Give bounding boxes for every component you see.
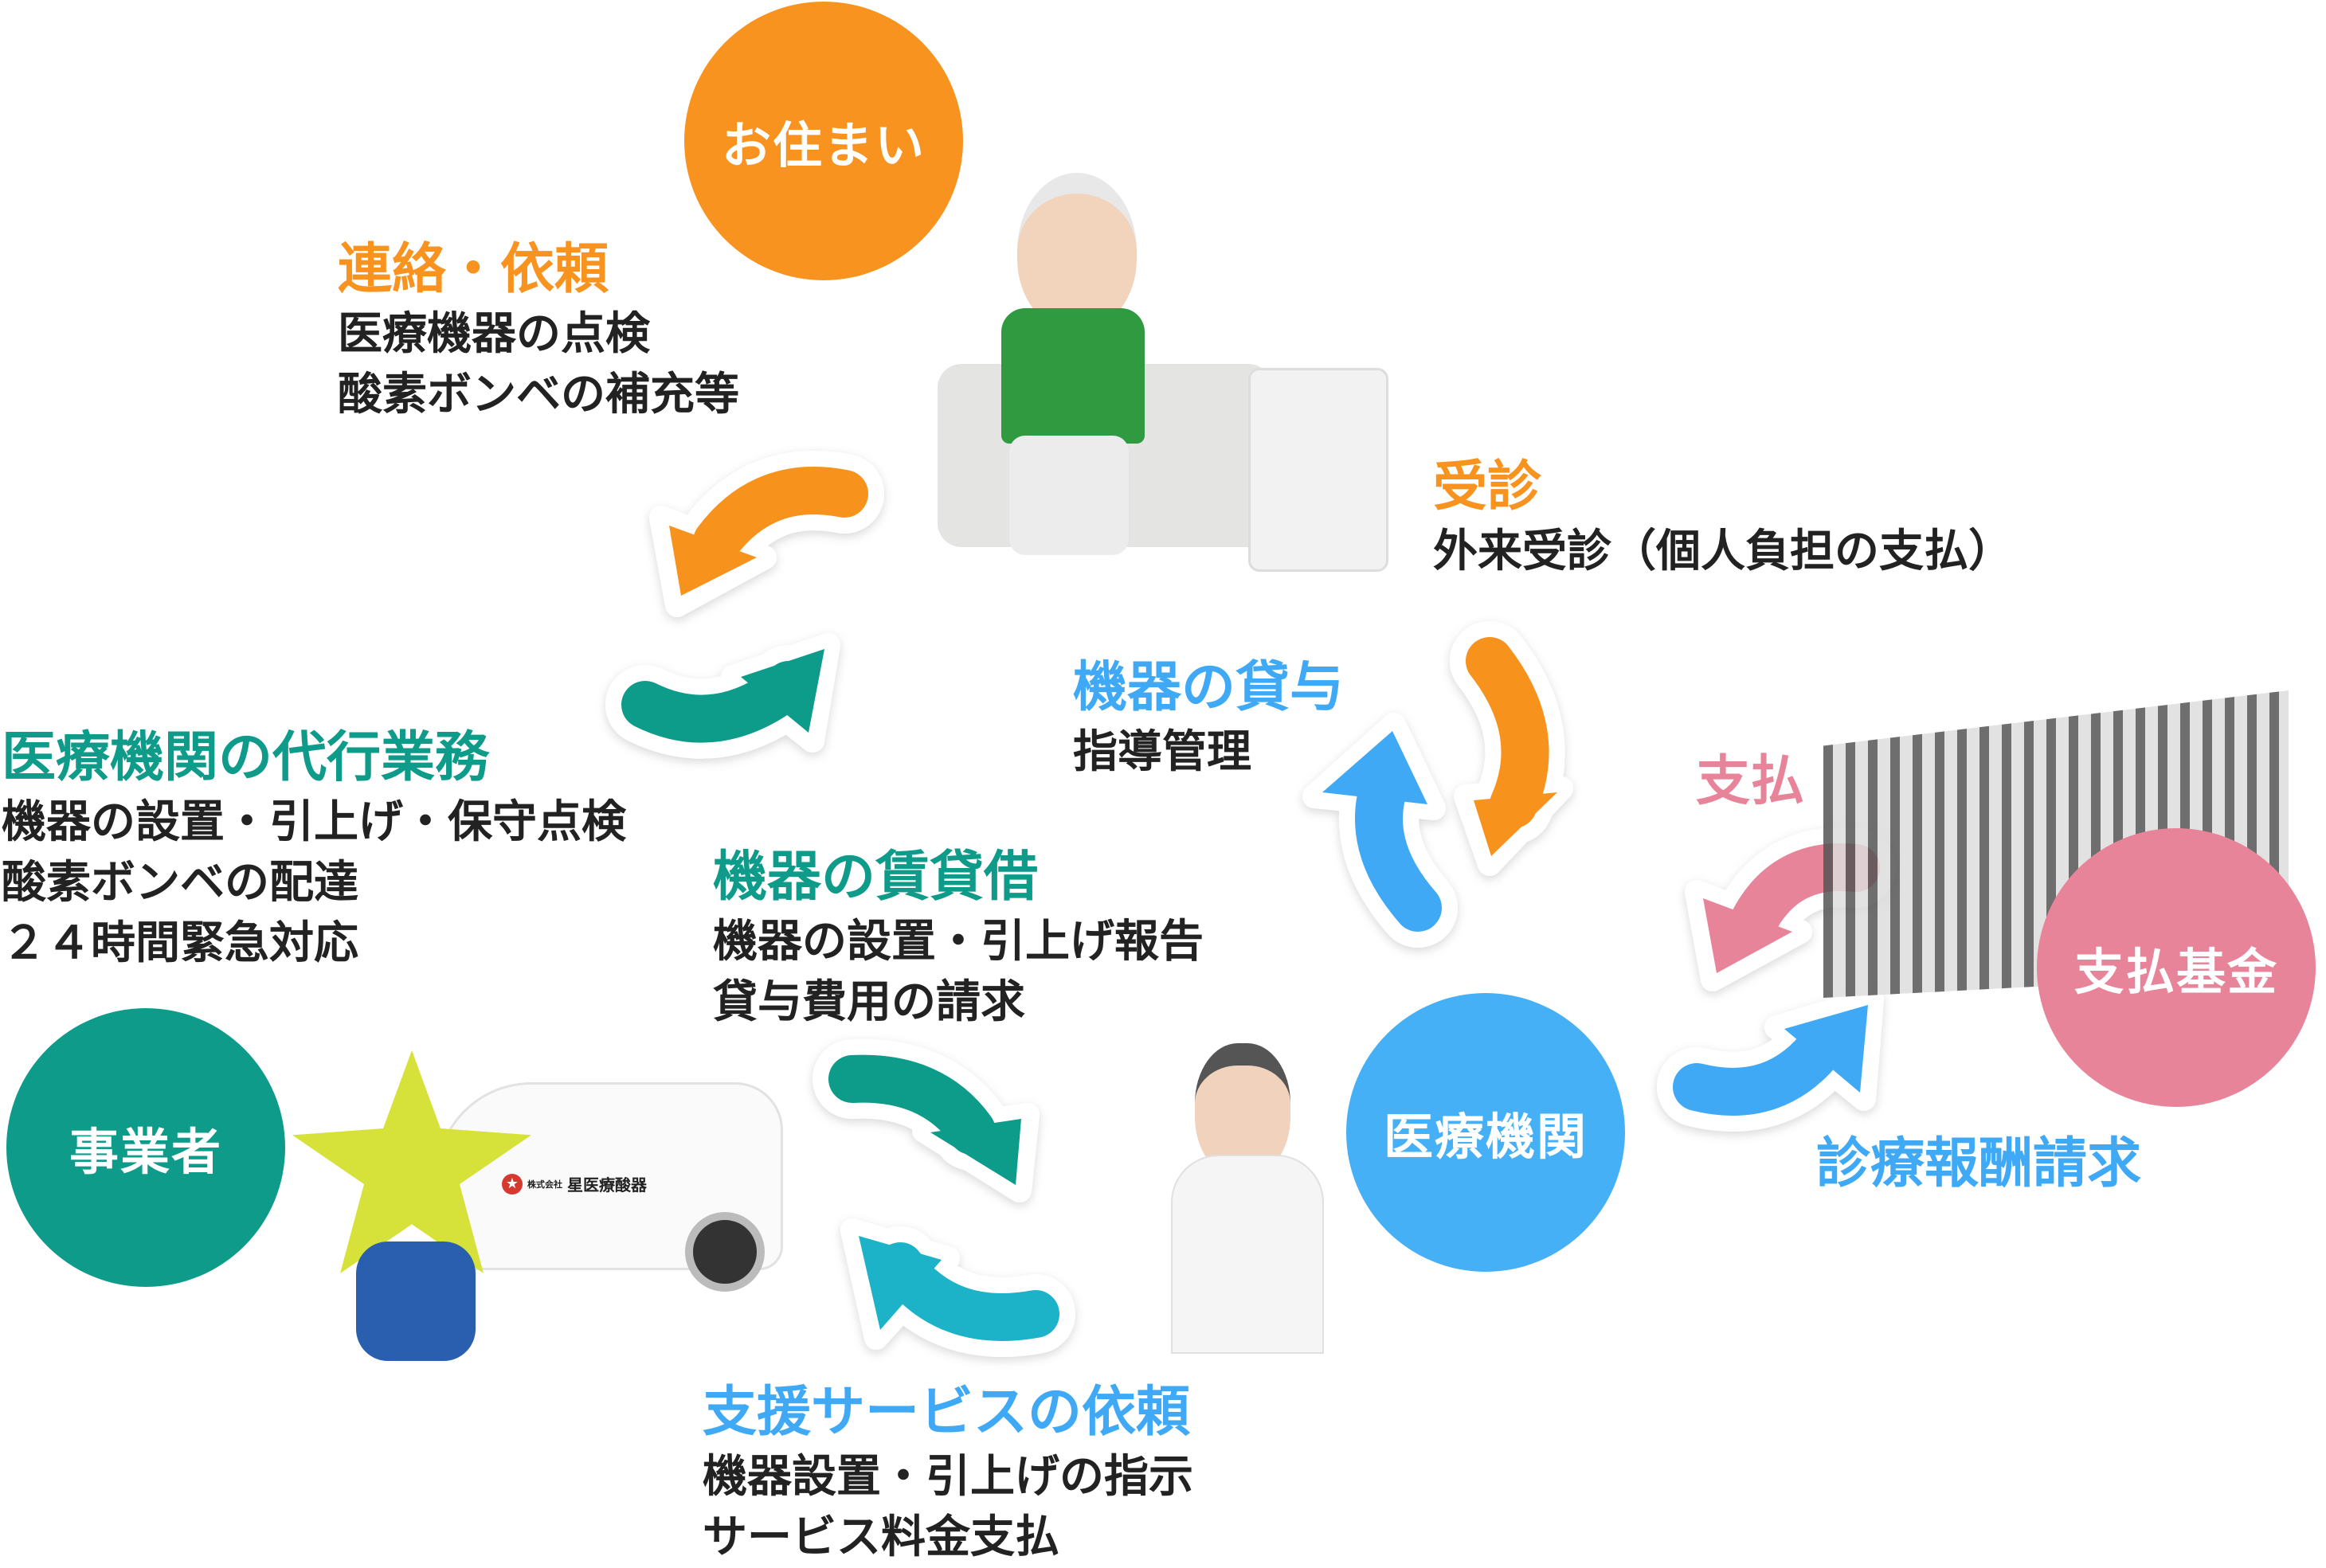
doctor-coat <box>1171 1155 1324 1354</box>
service-car: ★ 株式会社 星医療酸器 <box>436 1082 783 1292</box>
arrow-contact <box>649 451 884 617</box>
node-home: お住まい <box>684 2 963 280</box>
agency-title: 医療機関の代行業務 <box>2 726 490 789</box>
rental-line: 機器の設置・引上げ報告 <box>713 916 1204 968</box>
arrow-lending <box>1302 713 1458 948</box>
agency-line: 酸素ボンベの配達 <box>2 857 358 909</box>
support-title: 支援サービスの依頼 <box>703 1381 1191 1444</box>
node-fund: 支払基金 <box>2037 828 2316 1107</box>
payment-title: 支払 <box>1696 750 1805 813</box>
car-company-prefix: 株式会社 <box>527 1179 562 1190</box>
agency-line: 機器の設置・引上げ・保守点検 <box>2 796 626 848</box>
car-logo: ★ 株式会社 星医療酸器 <box>502 1172 647 1195</box>
agency-details: 機器の設置・引上げ・保守点検 酸素ボンベの配達 ２４時間緊急対応 <box>2 792 626 974</box>
oxygen-concentrator <box>1248 368 1388 572</box>
node-operator: 事業者 <box>6 1008 285 1287</box>
contact-line: 酸素ボンベの補充等 <box>338 369 739 420</box>
arrow-rental <box>813 1038 1040 1202</box>
agency-line: ２４時間緊急対応 <box>2 917 358 969</box>
claim-title: 診療報酬請求 <box>1816 1132 2142 1195</box>
lending-line: 指導管理 <box>1073 726 1251 778</box>
lending-title: 機器の貸与 <box>1073 656 1345 719</box>
doctor-illustration <box>1171 1035 1324 1354</box>
contact-title: 連絡・依頼 <box>338 238 609 301</box>
support-details: 機器設置・引上げの指示 サービス料金支払 <box>703 1447 1193 1568</box>
patient-illustration <box>938 165 1388 577</box>
patient-head <box>1017 173 1137 329</box>
rental-title: 機器の賃貸借 <box>713 846 1039 909</box>
support-line: サービス料金支払 <box>703 1511 1059 1563</box>
arrow-claim <box>1657 987 1884 1132</box>
car-wheel <box>685 1212 765 1292</box>
patient-body <box>1001 308 1145 444</box>
support-line: 機器設置・引上げの指示 <box>703 1451 1193 1503</box>
star-logo-icon: ★ <box>502 1173 523 1195</box>
contact-line: 医療機器の点検 <box>338 308 650 360</box>
rental-line: 貸与費用の請求 <box>713 976 1025 1028</box>
visit-details: 外来受診（個人負担の支払） <box>1433 522 2013 582</box>
contact-details: 医療機器の点検 酸素ボンベの補充等 <box>338 304 739 425</box>
operator-illustration: ★ 株式会社 星医療酸器 <box>292 1050 783 1395</box>
lending-details: 指導管理 <box>1073 722 1251 783</box>
arrow-support <box>840 1218 1075 1357</box>
rental-details: 機器の設置・引上げ報告 貸与費用の請求 <box>713 912 1204 1033</box>
visit-title: 受診 <box>1433 456 1542 518</box>
car-company-name: 星医療酸器 <box>567 1175 647 1195</box>
node-hospital: 医療機関 <box>1346 993 1625 1272</box>
arrow-agency <box>605 633 840 759</box>
visit-line: 外来受診（個人負担の支払） <box>1433 526 2013 577</box>
mascot-body <box>356 1241 476 1361</box>
patient-legs <box>1009 436 1129 555</box>
arrow-visit <box>1450 621 1573 876</box>
